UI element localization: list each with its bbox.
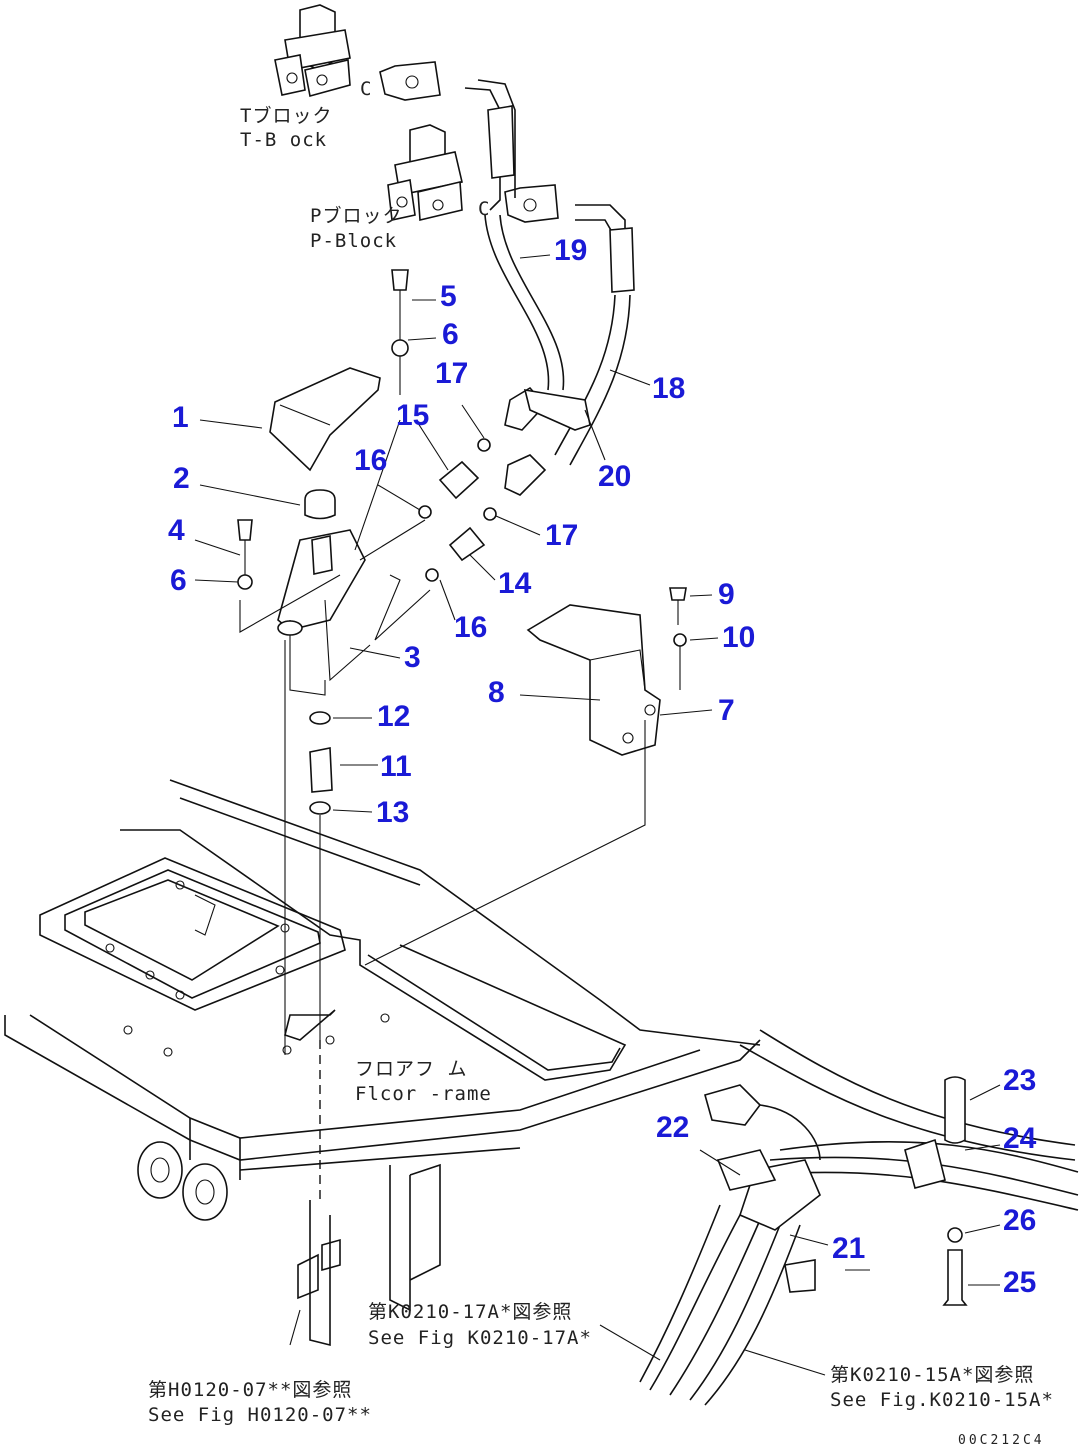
track-rollers [137, 1141, 228, 1221]
p-block: C [387, 124, 559, 223]
ref-h0120-07-jp: 第H0120-07**図参照 [148, 1379, 352, 1401]
callout-12: 12 [377, 700, 410, 733]
callout-13: 13 [376, 796, 409, 829]
bolt-5 [391, 269, 409, 291]
callout-1: 1 [172, 401, 189, 434]
leader-lines [194, 254, 1001, 1376]
adapter-15 [438, 460, 480, 500]
callout-8: 8 [488, 676, 505, 709]
bolt-4 [237, 519, 253, 541]
callout-4: 4 [168, 514, 185, 547]
callout-10: 10 [722, 621, 755, 654]
callout-16a: 16 [354, 444, 387, 477]
spacer [304, 489, 336, 520]
callout-17b: 17 [545, 519, 578, 552]
bolt-9 [669, 587, 687, 601]
washer-26 [947, 1227, 963, 1243]
callout-24: 24 [1003, 1122, 1037, 1155]
o-ring-16b [425, 568, 439, 582]
callout-3: 3 [404, 641, 421, 674]
connector-11 [309, 747, 333, 793]
o-ring-12 [309, 711, 331, 725]
callout-19: 19 [554, 234, 587, 267]
svg-text:C: C [360, 78, 372, 100]
callout-16b: 16 [454, 611, 487, 644]
svg-text:C: C [478, 198, 490, 220]
callout-15: 15 [396, 399, 429, 432]
t-block-label-en: T-B ock [240, 129, 327, 151]
floor-frame [4, 779, 761, 1180]
callout-2: 2 [173, 462, 190, 495]
callout-23: 23 [1003, 1064, 1036, 1097]
callout-18: 18 [652, 372, 685, 405]
callout-6a: 6 [170, 564, 187, 597]
callout-17a: 17 [435, 357, 468, 390]
ref-k0210-17a-jp: 第K0210-17A*図参照 [368, 1301, 572, 1323]
callout-22: 22 [656, 1111, 689, 1144]
washer-6a [237, 574, 253, 590]
callout-11: 11 [380, 750, 412, 783]
o-ring-16a [418, 505, 432, 519]
floor-frame-label-jp: フロアフ ム [355, 1058, 467, 1080]
spacer-23 [944, 1076, 966, 1144]
p-block-label-en: P-Block [310, 230, 397, 252]
t-block: C [274, 4, 441, 101]
drawing-code: 00C212C4 [958, 1433, 1045, 1448]
callout-21: 21 [832, 1232, 865, 1265]
wire-harness [639, 1029, 1079, 1406]
callout-9: 9 [718, 578, 735, 611]
bolt-25 [942, 1249, 968, 1306]
callout-20: 20 [598, 460, 631, 493]
callout-6b: 6 [442, 318, 459, 351]
p-block-label-jp: Pブロック [310, 204, 402, 227]
callout-7: 7 [718, 694, 735, 727]
hose-assembly [464, 79, 635, 496]
ref-k0210-15a-jp: 第K0210-15A*図参照 [830, 1364, 1034, 1386]
frame-posts [297, 1163, 441, 1347]
o-ring-17b [483, 507, 497, 521]
bracket [526, 604, 661, 756]
ref-h0120-07-en: See Fig H0120-07** [148, 1404, 372, 1426]
callout-14: 14 [498, 567, 532, 600]
callout-25: 25 [1003, 1266, 1036, 1299]
o-ring-17a [477, 438, 491, 452]
callout-26: 26 [1003, 1204, 1036, 1237]
adapter-14 [448, 526, 486, 562]
clamp [523, 389, 591, 431]
washer-6b [391, 339, 409, 357]
callout-5: 5 [440, 280, 457, 313]
floor-frame-label-en: Flcor -rame [355, 1083, 492, 1105]
ref-k0210-17a-en: See Fig K0210-17A* [368, 1327, 592, 1349]
washer-10 [673, 633, 687, 647]
o-ring-13 [309, 801, 331, 815]
t-block-label-jp: Tブロック [240, 104, 332, 127]
callout-numbers: 1 2 3 4 5 6 6 7 8 9 10 11 12 13 14 15 16… [168, 234, 1037, 1299]
valve [277, 529, 366, 631]
ref-k0210-15a-en: See Fig.K0210-15A* [830, 1389, 1054, 1411]
pedal-cover [269, 367, 381, 472]
